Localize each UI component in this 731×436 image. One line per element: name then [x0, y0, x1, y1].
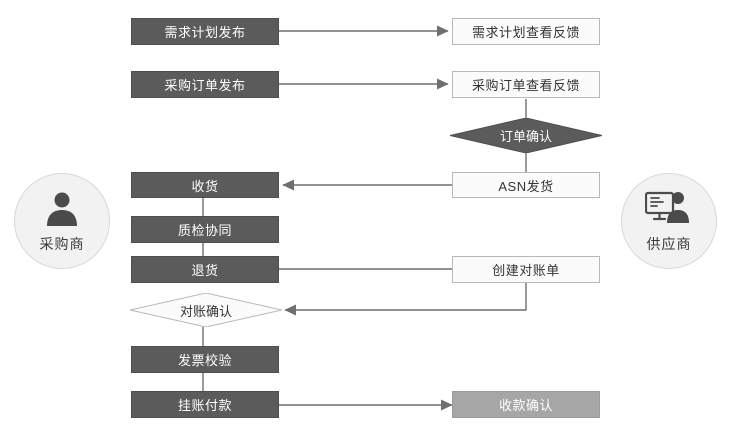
node-invoice-verification[interactable]: 发票校验	[131, 346, 279, 373]
actor-buyer[interactable]: 采购商	[14, 173, 110, 269]
diamond-shape	[450, 118, 602, 153]
node-label: 需求计划查看反馈	[471, 25, 580, 40]
actor-label: 采购商	[39, 236, 85, 252]
node-label: 挂账付款	[177, 398, 232, 413]
node-label: 需求计划发布	[164, 25, 246, 40]
edge-n10-n11	[284, 283, 527, 316]
node-demand-plan-publish[interactable]: 需求计划发布	[131, 18, 279, 45]
actor-supplier[interactable]: 供应商	[621, 173, 717, 269]
node-demand-plan-view-feedback[interactable]: 需求计划查看反馈	[452, 18, 600, 45]
decision-statement-confirm[interactable]: 对账确认	[130, 293, 282, 327]
node-return-goods[interactable]: 退货	[131, 256, 279, 283]
node-label: 采购订单发布	[164, 78, 246, 93]
node-label: 订单确认	[499, 129, 552, 144]
actor-label: 供应商	[646, 236, 692, 252]
node-label: 收款确认	[498, 398, 553, 413]
node-label: 退货	[191, 263, 219, 278]
node-quality-inspection-collab[interactable]: 质检协同	[131, 216, 279, 243]
node-receive-goods[interactable]: 收货	[131, 172, 279, 198]
node-purchase-order-view-feedback[interactable]: 采购订单查看反馈	[452, 71, 600, 98]
node-label: 创建对账单	[492, 263, 560, 278]
node-payment-posting[interactable]: 挂账付款	[131, 391, 279, 418]
node-purchase-order-publish[interactable]: 采购订单发布	[131, 71, 279, 98]
node-label: 发票校验	[177, 353, 232, 368]
node-label: 采购订单查看反馈	[471, 78, 580, 93]
diamond-shape	[130, 293, 282, 327]
node-label: 对账确认	[179, 303, 232, 319]
node-asn-shipment[interactable]: ASN发货	[452, 172, 600, 198]
node-label: ASN发货	[498, 178, 554, 194]
node-label: 质检协同	[177, 223, 232, 238]
decision-order-confirm[interactable]: 订单确认	[450, 118, 602, 153]
node-label: 收货	[191, 178, 219, 194]
user-icon	[43, 188, 81, 228]
node-create-statement[interactable]: 创建对账单	[452, 256, 600, 283]
supplier-monitor-user-icon	[645, 188, 693, 228]
node-receipt-confirm[interactable]: 收款确认	[452, 391, 600, 418]
